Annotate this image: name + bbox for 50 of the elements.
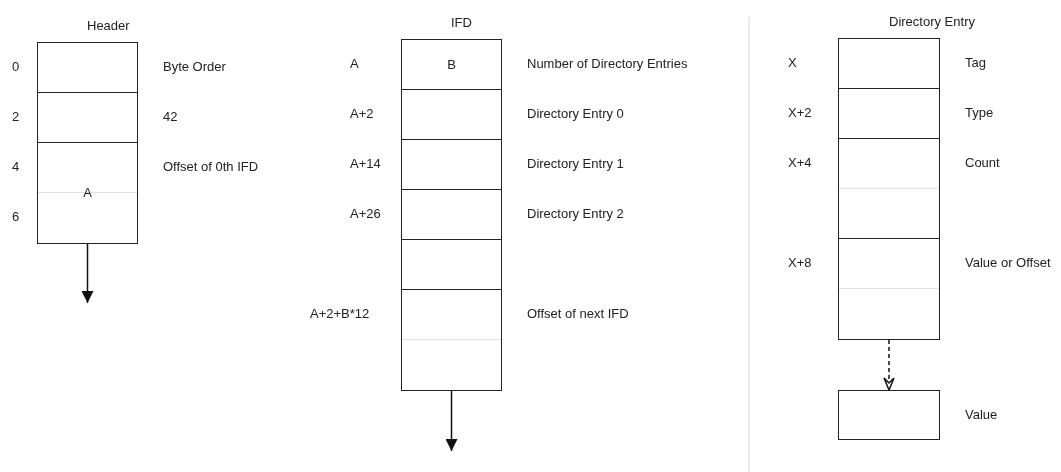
byte-offset: A+2+B*12 [310,306,370,321]
byte-offset: 2 [12,109,20,124]
field-description: 42 [163,109,178,124]
field-cell [401,189,502,239]
value-box [838,390,940,440]
arrow [445,390,458,452]
byte-offset: A+26 [350,206,381,221]
byte-offset: X [788,55,797,70]
field-description: Number of Directory Entries [527,56,688,71]
field-cell [838,38,940,88]
field-description: Value [965,407,998,422]
block-title: Directory Entry [889,14,975,29]
field-description: Count [965,155,1000,170]
byte-offset: 6 [12,209,20,224]
arrow [883,339,895,391]
field-cell [37,92,138,142]
field-description: Byte Order [163,59,226,74]
byte-offset: A [350,56,359,71]
cell-text: B [447,57,456,72]
byte-offset: X+8 [788,255,812,270]
cell-text: A [83,185,92,201]
field-cell [401,39,502,89]
field-cell [401,239,502,289]
structure-block [401,15,502,393]
field-cell [838,138,940,238]
field-description: Directory Entry 1 [527,156,624,171]
byte-offset: A+14 [350,156,381,171]
field-cell [838,238,940,340]
field-cell [838,88,940,138]
field-cell [37,42,138,92]
field-description: Offset of next IFD [527,306,629,321]
byte-offset: 0 [12,59,20,74]
block-title: IFD [451,15,472,30]
field-cell [401,289,502,391]
field-cell [401,89,502,139]
field-description: Type [965,105,994,120]
byte-offset: X+2 [788,105,812,120]
byte-offset: 4 [12,159,20,174]
arrow [81,242,94,304]
field-description: Tag [965,55,986,70]
field-description: Value or Offset [965,255,1051,270]
field-description: Directory Entry 0 [527,106,624,121]
byte-offset: A+2 [350,106,374,121]
byte-offset: X+4 [788,155,812,170]
structure-block [37,18,138,245]
field-description: Directory Entry 2 [527,206,624,221]
field-description: Offset of 0th IFD [163,159,259,174]
block-title: Header [87,18,130,33]
field-cell [37,142,138,244]
field-cell [401,139,502,189]
